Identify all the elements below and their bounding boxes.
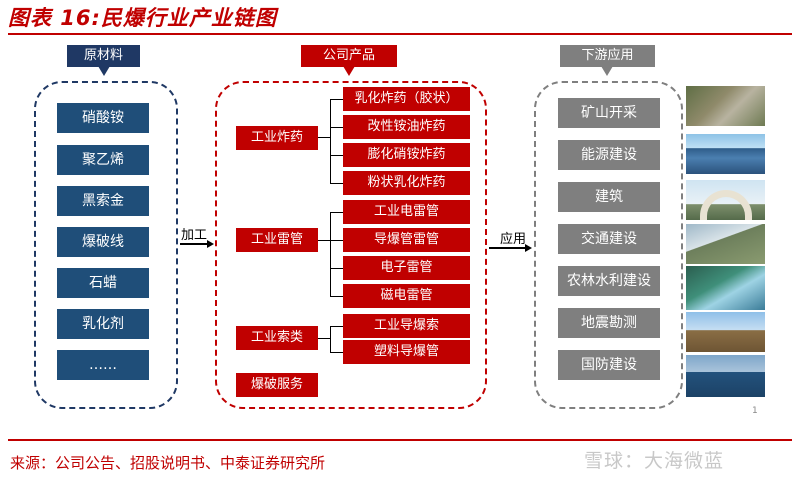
downstream-item: 能源建设 — [558, 140, 660, 170]
products-tag: 公司产品 — [301, 45, 397, 67]
page-title: 图表 16:民爆行业产业链图 — [8, 6, 277, 30]
title-divider — [8, 33, 792, 35]
product-item: 磁电雷管 — [343, 284, 470, 308]
products-panel — [215, 81, 487, 409]
product-item: 塑料导爆管 — [343, 340, 470, 364]
footer-divider — [8, 439, 792, 441]
footnote-mark: 1 — [752, 406, 758, 416]
group-connector — [318, 137, 330, 138]
apply-arrow-line — [489, 247, 526, 249]
product-group-cords: 工业索类 — [236, 326, 318, 350]
branch-line — [330, 296, 343, 297]
raw-material-item: 爆破线 — [57, 227, 149, 257]
apply-label: 应用 — [500, 232, 527, 247]
branch-line — [330, 183, 343, 184]
downstream-panel — [534, 81, 683, 409]
mining-photo — [686, 86, 765, 126]
product-item: 改性铵油炸药 — [343, 115, 470, 139]
downstream-item: 地震勘测 — [558, 308, 660, 338]
raw-tag-arrow — [98, 66, 110, 76]
product-item: 粉状乳化炸药 — [343, 171, 470, 195]
drilling-rig-photo — [686, 312, 765, 352]
product-item: 电子雷管 — [343, 256, 470, 280]
apply-arrow-head — [525, 244, 532, 252]
group-connector — [318, 338, 330, 339]
product-group-detonators: 工业雷管 — [236, 228, 318, 252]
group-bracket — [330, 99, 331, 183]
product-group-explosives: 工业炸药 — [236, 126, 318, 150]
watermark: 雪球：大海微蓝 — [584, 450, 725, 472]
downstream-tag-arrow — [601, 66, 613, 76]
raw-material-item: 乳化剂 — [57, 309, 149, 339]
products-tag-arrow — [343, 66, 355, 76]
downstream-tag: 下游应用 — [560, 45, 655, 67]
group-bracket — [330, 326, 331, 352]
product-item: 膨化硝铵炸药 — [343, 143, 470, 167]
downstream-item: 农林水利建设 — [558, 266, 660, 296]
branch-line — [330, 326, 343, 327]
product-item: 工业导爆索 — [343, 314, 470, 338]
raw-materials-tag: 原材料 — [67, 45, 140, 67]
branch-line — [330, 155, 343, 156]
source-note: 来源：公司公告、招股说明书、中泰证券研究所 — [10, 454, 326, 472]
process-arrow-line — [180, 243, 208, 245]
arch-bridge-photo — [686, 180, 765, 220]
process-label: 加工 — [181, 228, 208, 243]
navy-fleet-photo — [686, 355, 765, 397]
branch-line — [330, 240, 343, 241]
downstream-item: 建筑 — [558, 182, 660, 212]
group-bracket — [330, 212, 331, 296]
downstream-item: 国防建设 — [558, 350, 660, 380]
product-group-blasting-service: 爆破服务 — [236, 373, 318, 397]
raw-material-item: 硝酸铵 — [57, 103, 149, 133]
branch-line — [330, 352, 343, 353]
dam-photo — [686, 266, 765, 310]
railway-photo — [686, 224, 765, 264]
raw-materials-panel — [34, 81, 178, 409]
raw-material-item: 聚乙烯 — [57, 145, 149, 175]
product-item: 工业电雷管 — [343, 200, 470, 224]
process-arrow-head — [207, 240, 214, 248]
bridge-arch-shape — [700, 190, 752, 220]
branch-line — [330, 212, 343, 213]
downstream-item: 交通建设 — [558, 224, 660, 254]
group-connector — [318, 240, 330, 241]
solar-farm-photo — [686, 134, 765, 174]
raw-material-item: 黑索金 — [57, 186, 149, 216]
raw-material-item: 石蜡 — [57, 268, 149, 298]
branch-line — [330, 268, 343, 269]
product-item: 乳化炸药（胶状） — [343, 87, 470, 111]
raw-material-item: …… — [57, 350, 149, 380]
branch-line — [330, 127, 343, 128]
downstream-item: 矿山开采 — [558, 98, 660, 128]
product-item: 导爆管雷管 — [343, 228, 470, 252]
branch-line — [330, 99, 343, 100]
